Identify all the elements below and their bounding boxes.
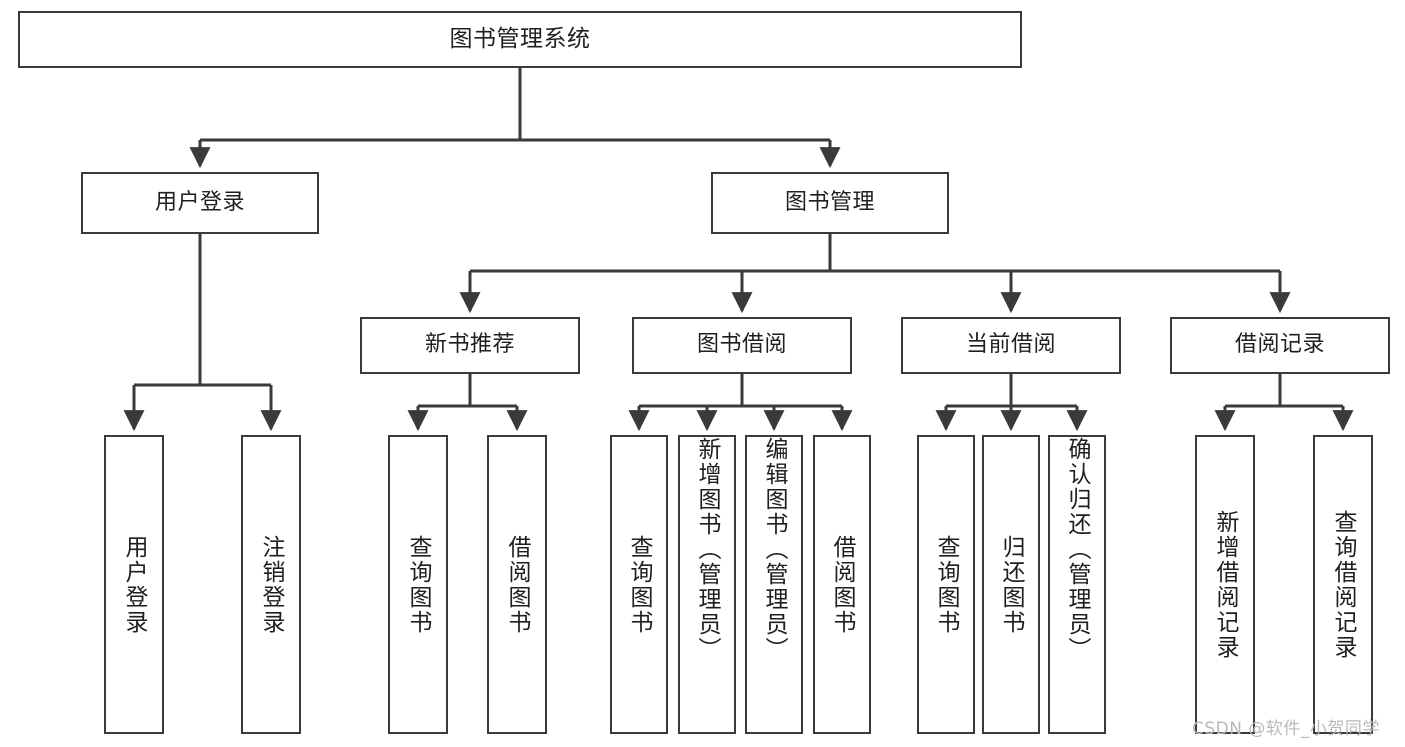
- node-leaf-query-book-2-label: 查询图书: [626, 534, 653, 635]
- node-leaf-borrow-book-1[interactable]: 借阅图书: [487, 435, 547, 734]
- node-new-book-rec-label: 新书推荐: [424, 332, 515, 358]
- node-leaf-confirm-return-label: 确认归还（管理员）: [1064, 437, 1091, 662]
- node-user-login-label: 用户登录: [154, 189, 245, 215]
- node-book-borrow-label: 图书借阅: [696, 332, 787, 358]
- node-leaf-user-logout-label: 注销登录: [258, 534, 285, 635]
- node-leaf-user-login-label: 用户登录: [121, 534, 148, 635]
- node-leaf-return-book[interactable]: 归还图书: [982, 435, 1040, 734]
- node-borrow-record-label: 借阅记录: [1234, 332, 1325, 358]
- node-leaf-query-book-1-label: 查询图书: [405, 534, 432, 635]
- node-leaf-query-book-3[interactable]: 查询图书: [917, 435, 975, 734]
- node-leaf-borrow-book-2-label: 借阅图书: [829, 534, 856, 635]
- node-book-borrow[interactable]: 图书借阅: [632, 317, 852, 374]
- node-leaf-edit-book[interactable]: 编辑图书（管理员）: [745, 435, 803, 734]
- node-leaf-user-login[interactable]: 用户登录: [104, 435, 164, 734]
- node-leaf-user-logout[interactable]: 注销登录: [241, 435, 301, 734]
- node-leaf-add-record-label: 新增借阅记录: [1212, 509, 1239, 660]
- node-leaf-query-record-label: 查询借阅记录: [1330, 509, 1357, 660]
- node-leaf-add-book[interactable]: 新增图书（管理员）: [678, 435, 736, 734]
- node-leaf-query-book-3-label: 查询图书: [933, 534, 960, 635]
- node-borrow-record[interactable]: 借阅记录: [1170, 317, 1390, 374]
- node-leaf-query-record[interactable]: 查询借阅记录: [1313, 435, 1373, 734]
- node-leaf-edit-book-label: 编辑图书（管理员）: [761, 437, 788, 662]
- node-book-manage-label: 图书管理: [784, 189, 875, 215]
- node-user-login[interactable]: 用户登录: [81, 172, 319, 234]
- node-new-book-rec[interactable]: 新书推荐: [360, 317, 580, 374]
- node-current-borrow[interactable]: 当前借阅: [901, 317, 1121, 374]
- node-leaf-borrow-book-2[interactable]: 借阅图书: [813, 435, 871, 734]
- node-leaf-query-book-1[interactable]: 查询图书: [388, 435, 448, 734]
- node-leaf-return-book-label: 归还图书: [998, 534, 1025, 635]
- csdn-watermark: CSDN @软件_小贺同学: [1192, 719, 1380, 739]
- node-leaf-query-book-2[interactable]: 查询图书: [610, 435, 668, 734]
- node-leaf-confirm-return[interactable]: 确认归还（管理员）: [1048, 435, 1106, 734]
- node-root-label: 图书管理系统: [449, 25, 591, 52]
- node-leaf-add-book-label: 新增图书（管理员）: [694, 437, 721, 662]
- node-current-borrow-label: 当前借阅: [965, 332, 1056, 358]
- node-leaf-borrow-book-1-label: 借阅图书: [504, 534, 531, 635]
- node-root[interactable]: 图书管理系统: [18, 11, 1022, 68]
- node-leaf-add-record[interactable]: 新增借阅记录: [1195, 435, 1255, 734]
- node-book-manage[interactable]: 图书管理: [711, 172, 949, 234]
